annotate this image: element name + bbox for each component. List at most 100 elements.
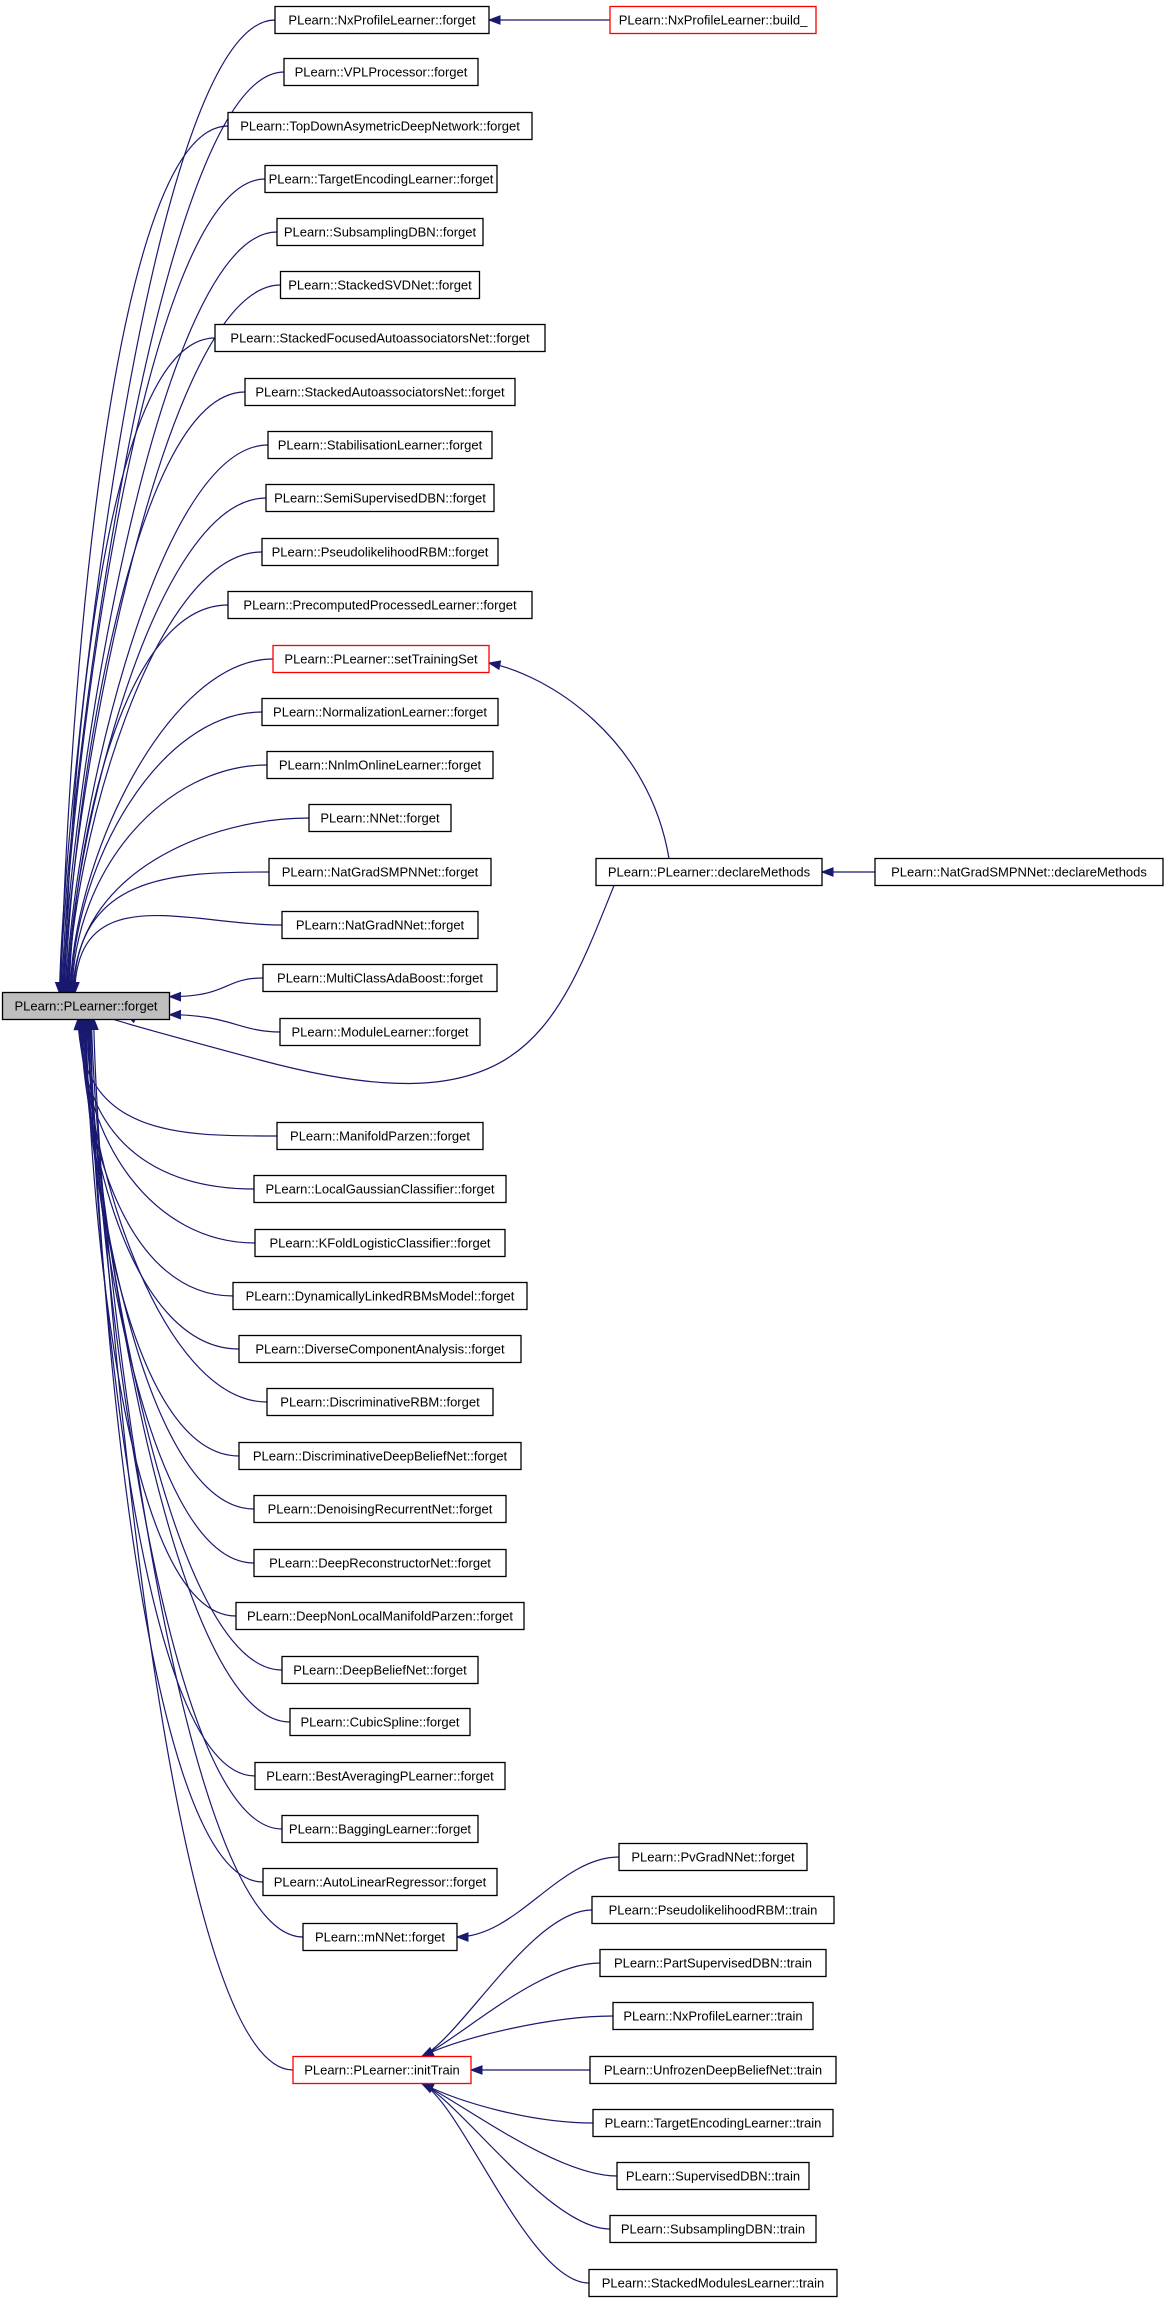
- node-box: [274, 5, 490, 35]
- node-label: PLearn::NxProfileLearner::build_: [619, 13, 808, 28]
- node-box: [254, 1228, 506, 1258]
- node-label: PLearn::VPLProcessor::forget: [295, 65, 468, 80]
- node-lgc[interactable]: PLearn::LocalGaussianClassifier::forget: [253, 1174, 507, 1204]
- node-box: [264, 164, 498, 194]
- node-dbn[interactable]: PLearn::DeepBeliefNet::forget: [281, 1655, 479, 1685]
- node-sdbn[interactable]: PLearn::SubsamplingDBN::forget: [276, 217, 484, 247]
- node-drbm[interactable]: PLearn::DiscriminativeRBM::forget: [266, 1387, 494, 1417]
- node-box: [266, 750, 494, 780]
- node-box: [272, 644, 490, 674]
- edge-mcab-to-root: [169, 977, 264, 998]
- node-label: PLearn::NatGradNNet::forget: [296, 918, 465, 933]
- node-t-subdbn[interactable]: PLearn::SubsamplingDBN::train: [609, 2214, 817, 2244]
- edge-arrowhead: [487, 15, 501, 25]
- node-label: PLearn::SemiSupervisedDBN::forget: [274, 491, 486, 506]
- node-label: PLearn::ModuleLearner::forget: [291, 1025, 468, 1040]
- node-san[interactable]: PLearn::StackedAutoassociatorsNet::forge…: [244, 377, 516, 407]
- node-t-psdbn[interactable]: PLearn::PartSupervisedDBN::train: [599, 1948, 827, 1978]
- node-label: PLearn::PartSupervisedDBN::train: [614, 1956, 812, 1971]
- node-label: PLearn::DiscriminativeRBM::forget: [280, 1395, 480, 1410]
- node-label: PLearn::DynamicallyLinkedRBMsModel::forg…: [246, 1289, 515, 1304]
- node-t-prbm[interactable]: PLearn::PseudolikelihoodRBM::train: [591, 1895, 835, 1925]
- node-ngsmpn-declare[interactable]: PLearn::NatGradSMPNNet::declareMethods: [874, 857, 1164, 887]
- node-label: PLearn::NnlmOnlineLearner::forget: [279, 758, 482, 773]
- node-ngnn[interactable]: PLearn::NatGradNNet::forget: [281, 910, 479, 940]
- node-bag[interactable]: PLearn::BaggingLearner::forget: [281, 1814, 479, 1844]
- node-box: [1, 991, 171, 1021]
- node-mcab[interactable]: PLearn::MultiClassAdaBoost::forget: [262, 963, 498, 993]
- node-nnet[interactable]: PLearn::NNet::forget: [308, 803, 452, 833]
- node-prbm[interactable]: PLearn::PseudolikelihoodRBM::forget: [261, 537, 499, 567]
- node-label: PLearn::StackedFocusedAutoassociatorsNet…: [230, 331, 530, 346]
- node-sfan[interactable]: PLearn::StackedFocusedAutoassociatorsNet…: [214, 323, 546, 353]
- node-dnlmp[interactable]: PLearn::DeepNonLocalManifoldParzen::forg…: [235, 1601, 525, 1631]
- node-label: PLearn::BestAveragingPLearner::forget: [266, 1769, 494, 1784]
- node-t-tel[interactable]: PLearn::TargetEncodingLearner::train: [592, 2108, 834, 2138]
- node-kflc[interactable]: PLearn::KFoldLogisticClassifier::forget: [254, 1228, 506, 1258]
- node-tdadn[interactable]: PLearn::TopDownAsymetricDeepNetwork::for…: [227, 111, 533, 141]
- node-declare[interactable]: PLearn::PLearner::declareMethods: [595, 857, 823, 887]
- node-nnlm[interactable]: PLearn::NnlmOnlineLearner::forget: [266, 750, 494, 780]
- node-semi[interactable]: PLearn::SemiSupervisedDBN::forget: [265, 483, 495, 513]
- node-nxprof-build[interactable]: PLearn::NxProfileLearner::build_: [609, 5, 817, 35]
- edge-arrowhead: [88, 1017, 99, 1031]
- node-nxprof-forget[interactable]: PLearn::NxProfileLearner::forget: [274, 5, 490, 35]
- node-modl[interactable]: PLearn::ModuleLearner::forget: [279, 1017, 481, 1047]
- node-label: PLearn::NormalizationLearner::forget: [273, 705, 487, 720]
- node-settrain[interactable]: PLearn::PLearner::setTrainingSet: [272, 644, 490, 674]
- node-ddbn[interactable]: PLearn::DiscriminativeDeepBeliefNet::for…: [238, 1441, 522, 1471]
- node-box: [618, 1842, 808, 1872]
- edge-arrowhead: [469, 2065, 483, 2075]
- node-dlrbm[interactable]: PLearn::DynamicallyLinkedRBMsModel::forg…: [232, 1281, 528, 1311]
- node-label: PLearn::UnfrozenDeepBeliefNet::train: [604, 2063, 822, 2078]
- node-box: [302, 1922, 458, 1952]
- node-box: [292, 2055, 472, 2085]
- node-root[interactable]: PLearn::PLearner::forget: [1, 991, 171, 1021]
- node-label: PLearn::SubsamplingDBN::train: [621, 2222, 805, 2237]
- node-ssvd[interactable]: PLearn::StackedSVDNet::forget: [279, 270, 481, 300]
- node-t-udbn[interactable]: PLearn::UnfrozenDeepBeliefNet::train: [589, 2055, 837, 2085]
- node-label: PLearn::SupervisedDBN::train: [626, 2169, 800, 2184]
- node-tel[interactable]: PLearn::TargetEncodingLearner::forget: [264, 164, 498, 194]
- node-bapl[interactable]: PLearn::BestAveragingPLearner::forget: [254, 1761, 506, 1791]
- node-label: PLearn::TargetEncodingLearner::train: [605, 2116, 822, 2131]
- node-box: [244, 377, 516, 407]
- node-t-sml[interactable]: PLearn::StackedModulesLearner::train: [588, 2268, 838, 2298]
- node-cubic[interactable]: PLearn::CubicSpline::forget: [289, 1707, 471, 1737]
- edge-t_subdbn-to-inittrain: [421, 2082, 611, 2230]
- node-box: [874, 857, 1164, 887]
- node-label: PLearn::PLearner::initTrain: [304, 2063, 460, 2078]
- node-label: PLearn::ManifoldParzen::forget: [290, 1129, 470, 1144]
- edge-bapl-to-root: [88, 1018, 256, 1777]
- node-norm[interactable]: PLearn::NormalizationLearner::forget: [261, 697, 499, 727]
- node-box: [599, 1948, 827, 1978]
- edge-arrowhead: [168, 991, 181, 1002]
- node-inittrain[interactable]: PLearn::PLearner::initTrain: [292, 2055, 472, 2085]
- node-box: [308, 803, 452, 833]
- node-mnnet[interactable]: PLearn::mNNet::forget: [302, 1922, 458, 1952]
- node-pvgrad[interactable]: PLearn::PvGradNNet::forget: [618, 1842, 808, 1872]
- edge-t_prbm-to-inittrain: [421, 1909, 593, 2058]
- node-label: PLearn::NxProfileLearner::train: [623, 2009, 802, 2024]
- node-label: PLearn::StackedAutoassociatorsNet::forge…: [255, 385, 505, 400]
- edge-ngsmpn-to-root: [73, 871, 270, 994]
- node-t-sdbn[interactable]: PLearn::SupervisedDBN::train: [616, 2161, 810, 2191]
- node-drn[interactable]: PLearn::DenoisingRecurrentNet::forget: [253, 1494, 507, 1524]
- node-box: [609, 2214, 817, 2244]
- edge-t_sdbn-to-inittrain: [421, 2082, 618, 2177]
- node-dren[interactable]: PLearn::DeepReconstructorNet::forget: [253, 1548, 507, 1578]
- node-manp[interactable]: PLearn::ManifoldParzen::forget: [276, 1121, 484, 1151]
- node-t-nxp[interactable]: PLearn::NxProfileLearner::train: [612, 2001, 814, 2031]
- node-dca[interactable]: PLearn::DiverseComponentAnalysis::forget: [238, 1334, 522, 1364]
- node-ppl[interactable]: PLearn::PrecomputedProcessedLearner::for…: [227, 590, 533, 620]
- edge-sdbn-to-root: [62, 231, 278, 994]
- node-alr[interactable]: PLearn::AutoLinearRegressor::forget: [262, 1867, 498, 1897]
- edge-alr-to-root: [90, 1018, 264, 1883]
- node-ngsmpn[interactable]: PLearn::NatGradSMPNNet::forget: [268, 857, 492, 887]
- node-vpl[interactable]: PLearn::VPLProcessor::forget: [283, 57, 479, 87]
- node-stab[interactable]: PLearn::StabilisationLearner::forget: [267, 430, 493, 460]
- node-box: [289, 1707, 471, 1737]
- edge-declare-to-settrain: [488, 662, 670, 859]
- node-box: [232, 1281, 528, 1311]
